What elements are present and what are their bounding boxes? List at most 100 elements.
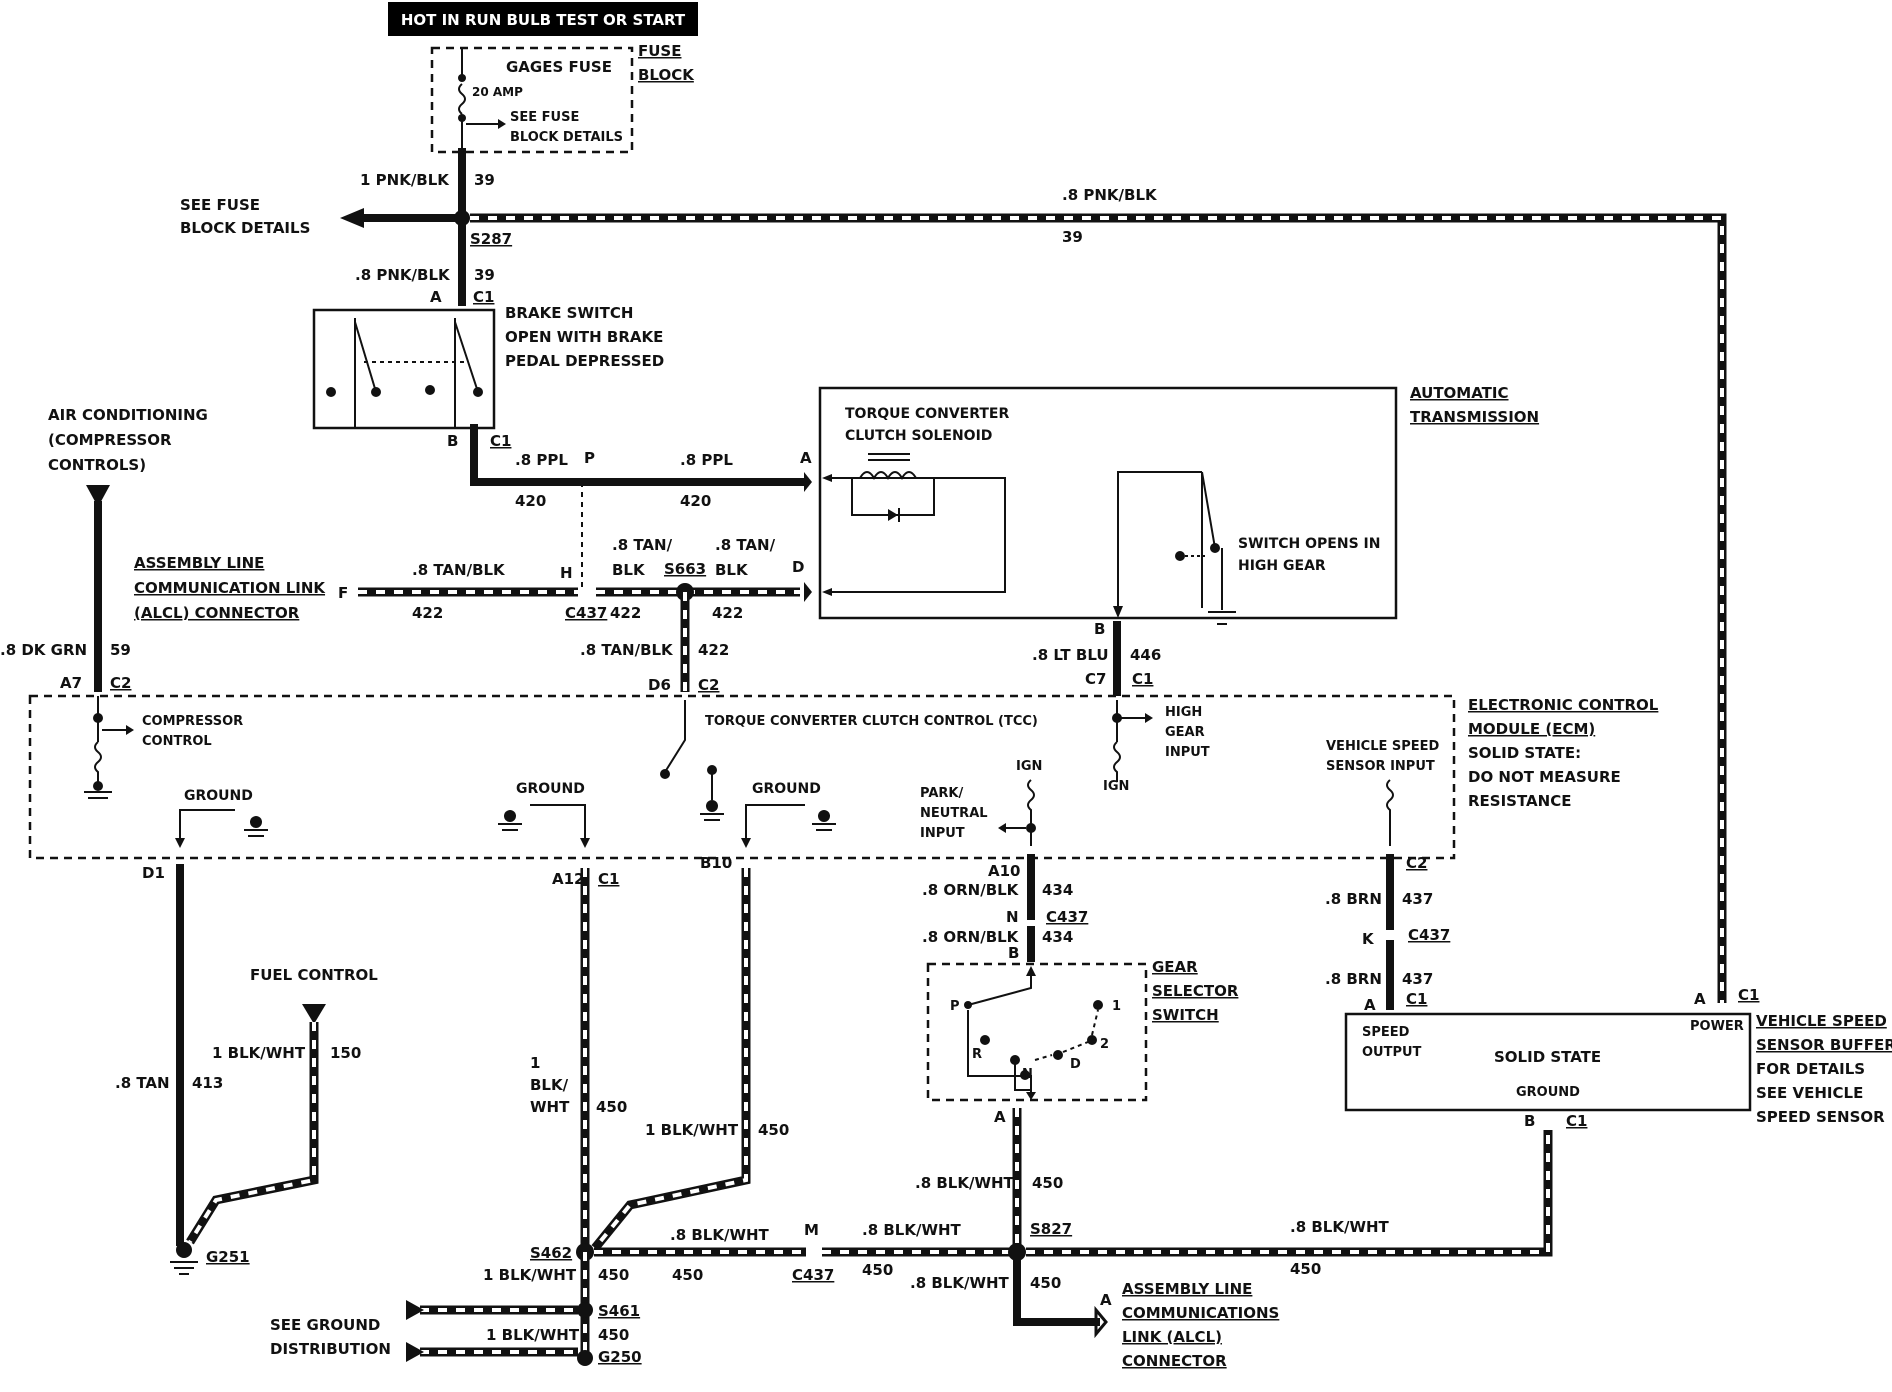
diagram-label: BLOCK DETAILS [180, 219, 310, 237]
diagram-label: C1 [1406, 990, 1427, 1008]
diagram-label: SEE FUSE [180, 196, 260, 214]
diagram-label: 450 [862, 1261, 893, 1279]
diagram-label: .8 TAN/ [715, 536, 776, 554]
diagram-label: BRAKE SWITCH [505, 304, 633, 322]
arrow-left [340, 208, 364, 228]
diagram-label: N [1022, 1067, 1033, 1082]
diagram-label: .8 BLK/WHT [910, 1274, 1010, 1292]
diagram-label: SPEED SENSOR [1756, 1108, 1885, 1126]
fuse-rating: 20 AMP [472, 85, 523, 99]
diagram-label: 434 [1042, 928, 1073, 946]
diagram-label: CLUTCH SOLENOID [845, 428, 992, 444]
diagram-label: 437 [1402, 970, 1433, 988]
diagram-label: VEHICLE SPEED [1756, 1012, 1887, 1030]
diagram-label: 1 [530, 1054, 540, 1072]
diagram-label: C2 [110, 674, 131, 692]
ac-arrow-icon [86, 485, 110, 507]
diagram-label: (ALCL) CONNECTOR [134, 604, 300, 622]
diagram-label: SPEED [1362, 1025, 1410, 1040]
fuse-block-label: FUSE [638, 42, 681, 60]
diagram-label: SWITCH [1152, 1006, 1219, 1024]
diagram-label: A [1694, 990, 1706, 1008]
diagram-label: GROUND [184, 788, 253, 804]
diagram-label: MODULE (ECM) [1468, 720, 1595, 738]
diagram-label: INPUT [1165, 745, 1210, 760]
automatic-transmission [818, 386, 1398, 625]
diagram-label: 450 [598, 1326, 629, 1344]
diagram-label: COMMUNICATION LINK [134, 579, 326, 597]
diagram-label: BLK [612, 561, 646, 579]
diagram-label: SENSOR INPUT [1326, 759, 1435, 774]
diagram-label: 450 [1290, 1260, 1321, 1278]
diagram-label: A [800, 449, 812, 467]
diagram-label: D [1070, 1057, 1081, 1072]
diagram-label: AUTOMATIC [1410, 384, 1509, 402]
diagram-label: NEUTRAL [920, 806, 988, 821]
diagram-label: C1 [1738, 986, 1759, 1004]
diagram-label: .8 DK GRN [0, 641, 87, 659]
diagram-label: INPUT [920, 826, 965, 841]
diagram-label: P [584, 449, 595, 467]
diagram-label: 422 [610, 604, 641, 622]
diagram-label: C2 [1406, 854, 1427, 872]
ground-g251 [176, 1242, 192, 1258]
diagram-label: POWER [1690, 1019, 1744, 1034]
diagram-label: GROUND [1516, 1085, 1580, 1100]
brake-switch [312, 308, 496, 430]
diagram-label: 413 [192, 1074, 223, 1092]
diagram-label: 422 [698, 641, 729, 659]
diagram-label: ASSEMBLY LINE [134, 554, 264, 572]
diagram-label: .8 ORN/BLK [922, 928, 1020, 946]
diagram-label: 2 [1100, 1037, 1109, 1052]
diagram-label: .8 PNK/BLK [1062, 186, 1158, 204]
diagram-label: N [1006, 908, 1019, 926]
diagram-label: A10 [988, 862, 1020, 880]
diagram-label: C2 [698, 676, 719, 694]
diagram-label: CONTROL [142, 734, 212, 749]
diagram-label: HIGH GEAR [1238, 558, 1326, 574]
diagram-label: C1 [490, 432, 511, 450]
diagram-label: A [1364, 996, 1376, 1014]
diagram-label: 1 BLK/WHT [483, 1266, 577, 1284]
diagram-label: A [1100, 1291, 1112, 1309]
diagram-label: AIR CONDITIONING [48, 406, 208, 424]
diagram-label: B [1524, 1112, 1535, 1130]
diagram-label: CONNECTOR [1122, 1352, 1227, 1370]
diagram-label: SOLID STATE: [1468, 744, 1581, 762]
diagram-label: BLOCK DETAILS [510, 130, 623, 145]
diagram-label: FOR DETAILS [1756, 1060, 1865, 1078]
diagram-label: S287 [470, 230, 512, 248]
diagram-label: (COMPRESSOR [48, 431, 172, 449]
diagram-label: .8 BLK/WHT [670, 1226, 770, 1244]
diagram-label: HIGH [1165, 705, 1202, 720]
fuel-control-arrow-icon [302, 1004, 326, 1024]
header-banner [388, 2, 698, 36]
diagram-label: IGN [1103, 779, 1129, 794]
diagram-label: 39 [474, 171, 495, 189]
diagram-label: C437 [792, 1266, 834, 1284]
diagram-label: 422 [712, 604, 743, 622]
diagram-label: 437 [1402, 890, 1433, 908]
diagram-label: 150 [330, 1044, 361, 1062]
diagram-label: PARK/ [920, 786, 963, 801]
diagram-label: 1 BLK/WHT [645, 1121, 739, 1139]
header-text: HOT IN RUN BULB TEST OR START [401, 11, 686, 29]
diagram-label: 450 [1030, 1274, 1061, 1292]
diagram-label: CONTROLS) [48, 456, 146, 474]
diagram-label: SEE VEHICLE [1756, 1084, 1863, 1102]
vss-buffer [1344, 1012, 1752, 1112]
diagram-label: RESISTANCE [1468, 792, 1571, 810]
diagram-label: SWITCH OPENS IN [1238, 536, 1380, 552]
diagram-label: TORQUE CONVERTER [845, 406, 1009, 422]
diagram-label: TRANSMISSION [1410, 408, 1539, 426]
diagram-label: 420 [680, 492, 711, 510]
diagram-label: C437 [565, 604, 607, 622]
diagram-label: .8 PPL [515, 451, 568, 469]
diagram-label: G250 [598, 1348, 642, 1366]
diagram-label: 39 [1062, 228, 1083, 246]
diagram-label: COMMUNICATIONS [1122, 1304, 1279, 1322]
diagram-label: DO NOT MEASURE [1468, 768, 1621, 786]
diagram-label: P [950, 999, 960, 1014]
diagram-label: C7 [1085, 670, 1106, 688]
fuse-name: GAGES FUSE [506, 58, 612, 76]
